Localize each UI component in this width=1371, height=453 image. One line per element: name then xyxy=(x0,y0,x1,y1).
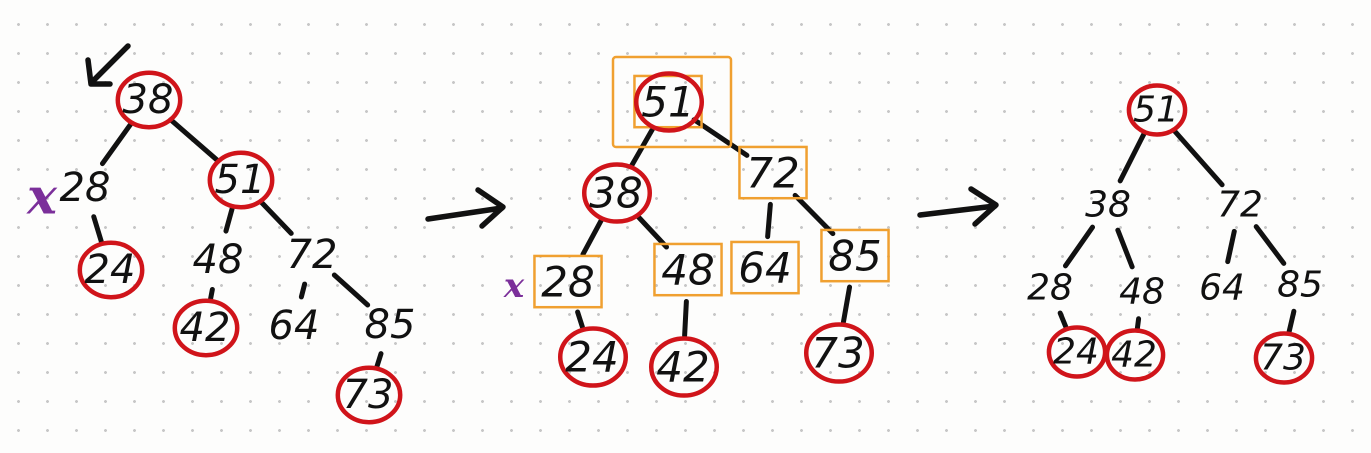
tree-node-48: 48 xyxy=(193,237,244,283)
highlight-box xyxy=(730,240,800,295)
node-ring xyxy=(115,70,183,130)
edges-layer xyxy=(91,117,1297,369)
tree-edge xyxy=(691,117,750,158)
node-ring xyxy=(803,322,875,384)
tree-node-24: 24 xyxy=(85,247,136,293)
labels-layer: 38 28 51 24 48 72 42 64 85 73 51 38 72 28 48 64 85 24 42 73… xyxy=(60,77,1323,418)
tree-edge xyxy=(1057,310,1069,330)
tree-node-38: 38 xyxy=(589,169,642,218)
tree-node-28: 28 xyxy=(541,258,594,307)
tree-edge xyxy=(91,214,104,244)
tree-node-72: 72 xyxy=(287,232,338,278)
tree-node-28: 28 xyxy=(60,165,111,211)
tree-edge xyxy=(575,309,585,330)
tree-node-24: 24 xyxy=(1053,332,1099,373)
tree-edge xyxy=(1062,224,1096,269)
pointer-arrow-icon xyxy=(85,43,131,87)
tree-edge xyxy=(298,281,308,300)
tree-node-28: 28 xyxy=(1027,268,1073,309)
tree-edge xyxy=(1286,308,1297,335)
tree-edge xyxy=(223,206,235,234)
tree-edge xyxy=(168,117,220,163)
tree-node-48: 48 xyxy=(661,246,714,295)
highlight-box xyxy=(533,254,603,309)
tree-node-38: 38 xyxy=(123,77,174,123)
tree-edge xyxy=(374,351,384,369)
tree-node-51: 51 xyxy=(1133,90,1179,131)
tree-edge xyxy=(1253,224,1287,266)
tree-node-48: 48 xyxy=(1119,272,1165,313)
tree-edge xyxy=(1117,131,1147,184)
node-ring xyxy=(581,162,653,224)
transition-arrow-icon xyxy=(917,186,999,227)
tree-node-85: 85 xyxy=(365,302,416,348)
tree-node-42: 42 xyxy=(180,305,231,351)
highlight-box xyxy=(738,145,808,200)
deleted-mark-rotated: x xyxy=(503,266,525,306)
tree-edge xyxy=(635,213,669,250)
tree-edge xyxy=(792,192,836,237)
node-ring xyxy=(633,71,705,133)
node-ring xyxy=(172,298,240,358)
highlight-box xyxy=(653,242,723,297)
node-ring xyxy=(648,336,720,398)
node-ring xyxy=(1104,328,1166,382)
root-highlight-box xyxy=(611,55,733,149)
tree-node-73: 73 xyxy=(1260,338,1306,379)
tree-node-72: 72 xyxy=(746,149,799,198)
tree-edge xyxy=(682,298,689,339)
tree-edge xyxy=(331,272,371,308)
tree-node-73: 73 xyxy=(343,372,394,418)
tree-node-64: 64 xyxy=(1199,268,1245,309)
node-ring xyxy=(335,365,403,425)
tree-edge xyxy=(258,199,294,236)
tree-node-42: 42 xyxy=(656,343,709,392)
tree-edge xyxy=(208,286,215,302)
tree-node-85: 85 xyxy=(828,232,881,281)
tree-edge xyxy=(840,284,853,325)
tree-node-64: 64 xyxy=(738,244,791,293)
tree-edge xyxy=(1134,316,1142,331)
node-ring xyxy=(207,150,275,210)
node-ring xyxy=(1253,331,1315,385)
tree-node-72: 72 xyxy=(1217,185,1263,226)
tree-edge xyxy=(99,121,134,167)
rings-layer xyxy=(77,70,1315,425)
tree-node-42: 42 xyxy=(1111,335,1157,376)
tree-edge xyxy=(1171,127,1225,188)
node-ring xyxy=(1126,83,1188,137)
node-ring xyxy=(557,326,629,388)
tree-edge xyxy=(765,201,773,240)
tree-node-24: 24 xyxy=(565,333,618,382)
tree-node-73: 73 xyxy=(811,329,864,378)
tree-node-51: 51 xyxy=(641,78,694,127)
tree-edge xyxy=(1225,228,1237,265)
highlight-box xyxy=(820,228,890,283)
tree-node-38: 38 xyxy=(1085,185,1131,226)
tree-node-51: 51 xyxy=(215,157,266,203)
tree-edge xyxy=(1115,227,1135,270)
tree-node-64: 64 xyxy=(269,303,320,349)
deleted-mark-before: x xyxy=(26,167,58,226)
node-ring xyxy=(77,240,145,300)
tree-edge xyxy=(580,218,604,257)
tree-node-85: 85 xyxy=(1277,265,1323,306)
transition-arrow-icon xyxy=(425,187,506,229)
